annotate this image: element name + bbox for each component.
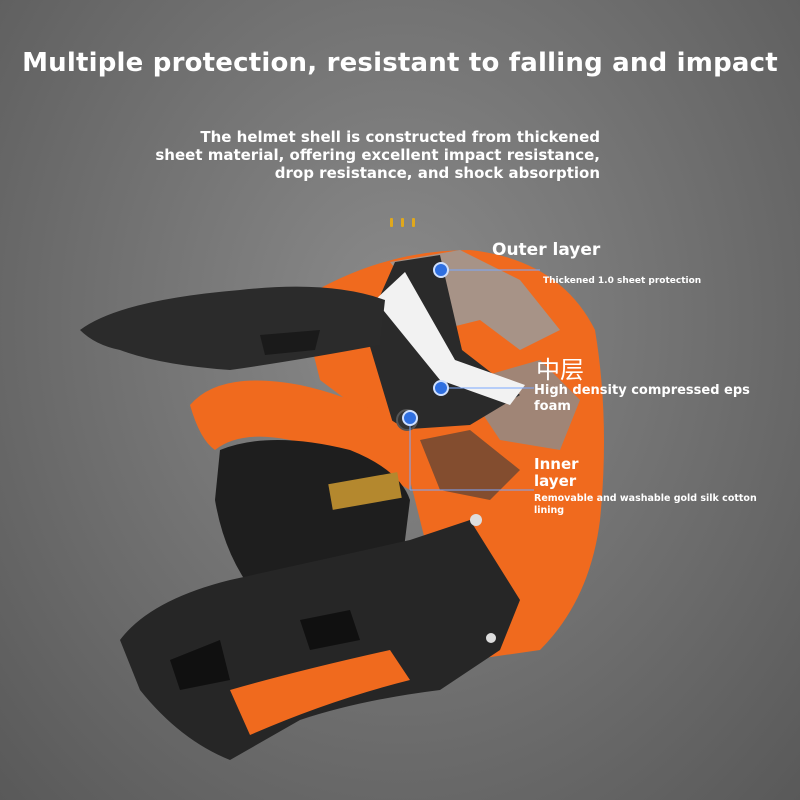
decorative-dots [390,212,423,231]
eps-foam-layer [375,272,525,405]
page-title: Multiple protection, resistant to fallin… [22,48,778,78]
middle-layer-label: 中层 [536,356,584,384]
outer-layer-label: Outer layer [492,240,601,260]
outer-marker-dot [433,262,449,278]
inner-layer-label: Inner layer [534,455,579,490]
outer-layer-detail: Thickened 1.0 sheet protection [543,276,702,286]
camo-pattern-3 [420,430,520,500]
inner-layer-detail: Removable and washable gold silk cotton … [534,493,757,516]
shell-description: The helmet shell is constructed from thi… [155,128,600,182]
warning-sticker [328,472,402,510]
middle-layer-detail: High density compressed eps foam [534,383,750,414]
inner-marker-dot [402,410,418,426]
middle-marker-dot [433,380,449,396]
